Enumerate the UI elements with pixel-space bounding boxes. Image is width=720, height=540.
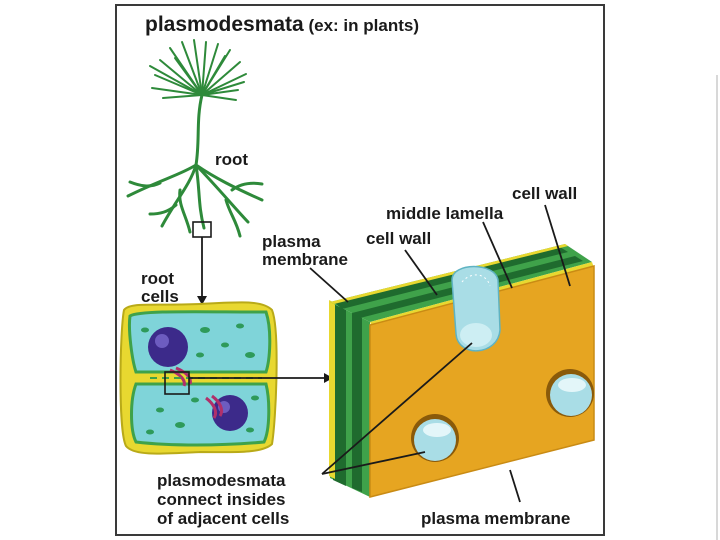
cells-zoom-box	[164, 371, 190, 395]
label-cell-wall-outer: cell wall	[512, 184, 578, 203]
title-main: plasmodesmata	[145, 13, 304, 36]
label-middle-lamella: middle lamella	[386, 204, 504, 223]
label-plasma-membrane-line1: plasma	[262, 232, 321, 251]
root-to-cells-arrowhead	[197, 296, 207, 305]
caption-line3: of adjacent cells	[157, 509, 290, 528]
label-root-cells-line1: root	[141, 269, 175, 288]
diagram-title: plasmodesmata (ex: in plants)	[145, 13, 419, 36]
cell-wall-block	[329, 244, 595, 498]
label-root-cells-line2: cells	[141, 287, 179, 306]
label-cell-wall-inner: cell wall	[366, 229, 432, 248]
title-sub: (ex: in plants)	[308, 16, 419, 35]
label-leader-lines	[309, 204, 571, 503]
label-plasma-membrane-line2: membrane	[262, 250, 348, 269]
label-plasma-membrane-bottom: plasma membrane	[421, 509, 571, 528]
caption-line2: connect insides	[157, 490, 286, 509]
caption-line1: plasmodesmata	[157, 471, 286, 490]
plant-leaves	[149, 39, 247, 101]
cells-to-wall-arrowhead	[324, 373, 333, 383]
label-root: root	[215, 150, 249, 169]
plant-root-system	[126, 93, 264, 238]
